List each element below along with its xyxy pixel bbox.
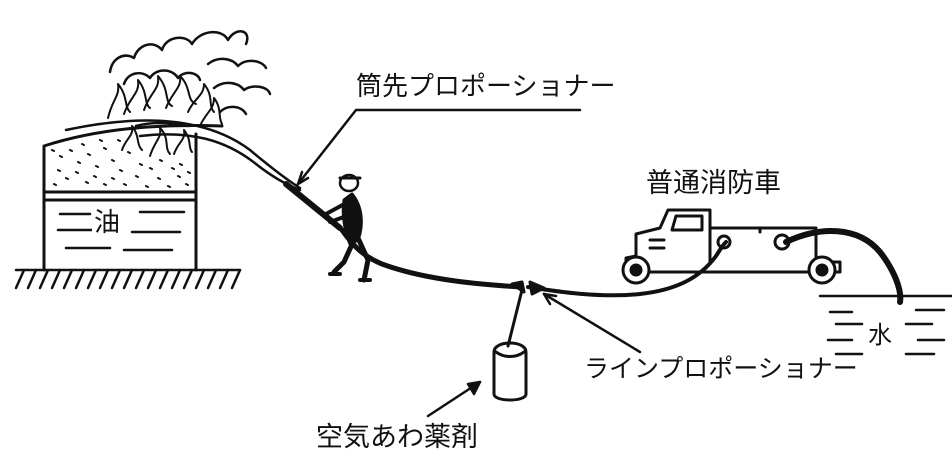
ground-hatch-drawing (14, 268, 242, 290)
label-line-proportioner: ラインプロポーショナー (584, 354, 858, 383)
water-source-drawing (818, 294, 952, 356)
leader-lines-drawing (296, 108, 642, 418)
label-oil: 油 (92, 208, 123, 238)
label-foam-agent: 空気あわ薬剤 (316, 422, 478, 453)
foam-stipple-drawing (51, 139, 191, 188)
label-water: 水 (866, 321, 894, 349)
hose-drawing (339, 227, 728, 298)
label-fire-engine: 普通消防車 (646, 168, 781, 199)
fire-engine-drawing (621, 208, 842, 285)
foam-stream-drawing (64, 119, 302, 192)
suction-hose-drawing (783, 228, 904, 305)
oil-tank-drawing (42, 124, 224, 272)
foam-agent-container-drawing (492, 288, 528, 402)
firefighter-drawing (283, 173, 372, 283)
flames-drawing (107, 75, 223, 157)
smoke-drawing (108, 30, 272, 116)
label-nozzle-proportioner: 筒先プロポーショナー (356, 72, 616, 102)
